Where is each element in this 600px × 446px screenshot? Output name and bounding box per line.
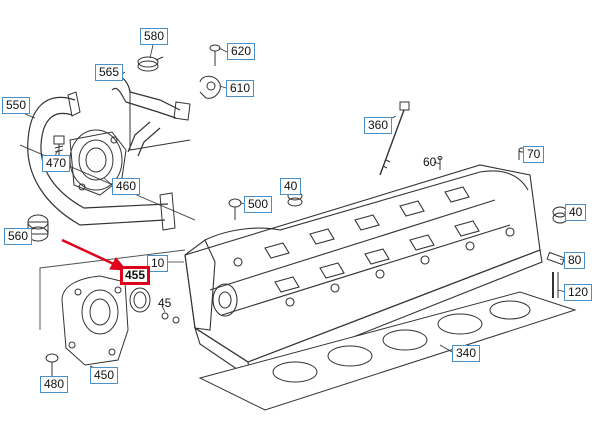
highlight-arrow	[61, 238, 128, 271]
callout-40-center[interactable]: 40	[280, 178, 302, 195]
hose-550	[27, 91, 176, 231]
seal-ring-455	[129, 287, 151, 313]
callout-80[interactable]: 80	[564, 252, 586, 269]
pin-80	[546, 251, 566, 266]
callout-60[interactable]: 60	[423, 155, 437, 169]
lower-frame-line	[39, 249, 186, 330]
callout-10[interactable]: 10	[147, 255, 169, 272]
callout-565[interactable]: 565	[95, 64, 124, 81]
callout-470[interactable]: 470	[42, 155, 71, 172]
callout-480[interactable]: 480	[40, 376, 69, 393]
clamp-580	[137, 56, 164, 72]
clip-610	[199, 75, 221, 99]
callout-120[interactable]: 120	[564, 284, 593, 301]
stud-120	[552, 272, 559, 298]
screw-620	[209, 44, 221, 66]
callout-610[interactable]: 610	[226, 80, 255, 97]
callout-45[interactable]: 45	[158, 296, 172, 310]
callout-360[interactable]: 360	[364, 117, 393, 134]
dowel-45	[161, 312, 180, 324]
callout-70[interactable]: 70	[523, 146, 545, 163]
head-gasket-340	[198, 291, 577, 411]
callout-560[interactable]: 560	[4, 228, 33, 245]
callout-40-right[interactable]: 40	[565, 204, 587, 221]
cylinder-head-10	[184, 164, 543, 380]
callout-450[interactable]: 450	[90, 367, 119, 384]
callout-340[interactable]: 340	[452, 345, 481, 362]
callout-455[interactable]: 455	[120, 266, 151, 285]
breather-frame-line	[129, 90, 191, 151]
callout-620[interactable]: 620	[227, 43, 256, 60]
bolt-480	[45, 353, 59, 376]
screw-500	[228, 198, 242, 220]
timing-cover-450	[61, 275, 129, 366]
bolt-360	[379, 101, 410, 176]
callout-500[interactable]: 500	[244, 196, 273, 213]
callout-580[interactable]: 580	[140, 28, 169, 45]
callout-460[interactable]: 460	[112, 178, 141, 195]
breather-hose-565	[107, 75, 191, 157]
callout-550[interactable]: 550	[2, 97, 31, 114]
